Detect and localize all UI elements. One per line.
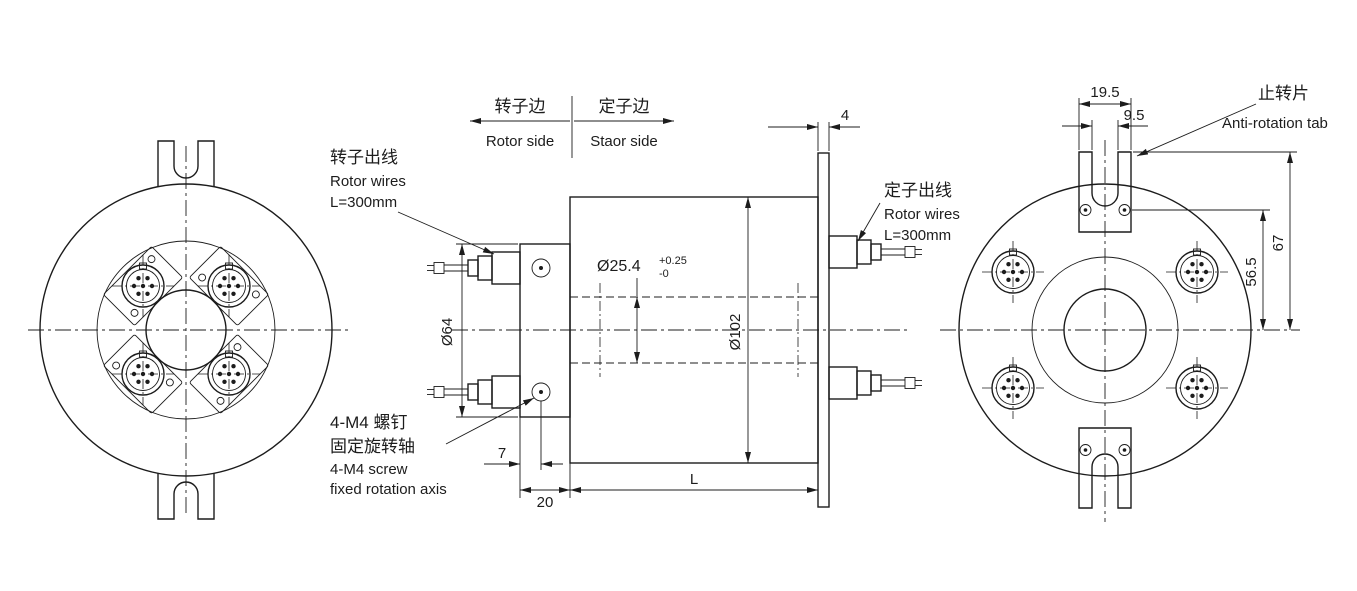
screw-note-en2: fixed rotation axis [330, 481, 447, 498]
stator-wires-length: L=300mm [884, 227, 951, 244]
bottom-fork-tab [1078, 427, 1132, 509]
screw-note-cn1: 4-M4 螺钉 [330, 413, 407, 432]
center-bore [1063, 288, 1147, 372]
anti-rotation-tab [1078, 151, 1132, 233]
dim-rotor-length-text: 20 [537, 494, 554, 511]
leader-line [857, 202, 881, 242]
dim-body-length: L [570, 471, 818, 493]
screw-callout: 4-M4 螺钉 固定旋转轴 4-M4 screw fixed rotation … [330, 397, 535, 498]
section-view: 转子边 定子边 Rotor side Staor side 转子出线 Rotor… [330, 96, 960, 511]
stator-cable-gland [828, 366, 923, 400]
mounting-flange [817, 152, 830, 508]
dim-tab-width: 19.5 [1078, 84, 1132, 150]
dim-bore-text: Ø25.4 [597, 258, 641, 275]
dim-tab-height: 67 [1133, 151, 1297, 330]
leader-line [397, 211, 495, 255]
dim-screw-position: 7 [484, 401, 563, 470]
dim-bore-tol-lower: -0 [659, 268, 669, 280]
rotor-cable-gland [426, 251, 521, 285]
m4-screw [531, 382, 551, 402]
m4-screw [531, 258, 551, 278]
screw-note-en1: 4-M4 screw [330, 461, 408, 478]
center-bore [145, 289, 227, 371]
plate-circle [96, 240, 276, 420]
rotor-wires-callout: 转子出线 Rotor wires L=300mm [330, 148, 495, 255]
rotor-flange [519, 243, 571, 418]
anti-rotation-callout: 止转片 Anti-rotation tab [1136, 84, 1328, 157]
hub-circle [1031, 256, 1179, 404]
anti-rotation-cn: 止转片 [1258, 84, 1309, 103]
side-indicator: 转子边 定子边 Rotor side Staor side [470, 96, 674, 158]
label-rotor-side-cn: 转子边 [495, 97, 546, 116]
dim-tab-height-text: 67 [1270, 235, 1287, 252]
rotor-wires-length: L=300mm [330, 194, 397, 211]
dim-rotor-od-text: Ø64 [439, 318, 456, 346]
rotor-wires-cn: 转子出线 [330, 148, 398, 167]
leader-line [445, 397, 535, 445]
dim-bore-tol-upper: +0.25 [659, 255, 687, 267]
stator-wires-en: Rotor wires [884, 206, 960, 223]
label-stator-side-cn: 定子边 [599, 97, 650, 116]
rotor-wires-en: Rotor wires [330, 173, 406, 190]
dim-body-od: Ø102 [727, 197, 751, 463]
label-stator-side-en: Staor side [590, 133, 658, 150]
dim-flange-thickness: 4 [768, 107, 860, 151]
dim-hole-height: 56.5 [1132, 209, 1270, 330]
housing-outline [39, 183, 333, 477]
dim-screw-position-text: 7 [498, 445, 506, 462]
leader-line [1136, 103, 1257, 157]
front-view [28, 140, 348, 520]
screw-note-cn2: 固定旋转轴 [330, 437, 415, 456]
rear-view: 19.5 9.5 56.5 67 止转片 Anti-rotation tab [940, 84, 1328, 522]
dim-body-length-text: L [690, 471, 698, 488]
anti-rotation-en: Anti-rotation tab [1222, 115, 1328, 132]
stator-wires-cn: 定子出线 [884, 181, 952, 200]
dim-tab-width-text: 19.5 [1090, 84, 1119, 101]
dim-hole-height-text: 56.5 [1243, 257, 1260, 286]
stator-wires-callout: 定子出线 Rotor wires L=300mm [857, 181, 960, 244]
dim-slot-width: 9.5 [1062, 107, 1148, 150]
dim-slot-width-text: 9.5 [1124, 107, 1145, 124]
bottom-fork-tab [157, 473, 215, 520]
label-rotor-side-en: Rotor side [486, 133, 554, 150]
dim-body-od-text: Ø102 [727, 314, 744, 351]
dim-rotor-od: Ø64 [439, 243, 518, 418]
dim-flange-thickness-text: 4 [841, 107, 849, 124]
dim-bore: Ø25.4 +0.25 -0 [597, 255, 687, 363]
top-fork-tab [157, 140, 215, 187]
housing-outline [958, 183, 1252, 477]
rotor-cable-gland [426, 375, 521, 409]
